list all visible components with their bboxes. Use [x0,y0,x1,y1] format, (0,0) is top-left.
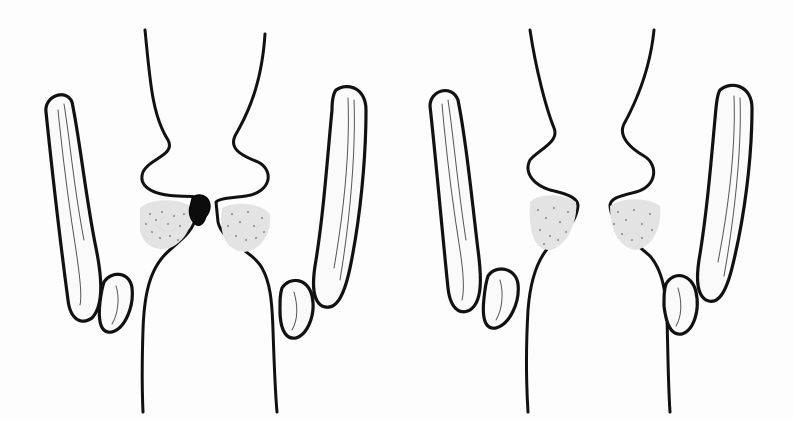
right-panel-left-tall-bone [430,91,480,312]
right-stipple-right [610,199,660,250]
left-stipple-right [221,204,270,252]
left-small-bone [99,274,132,332]
right-panel-drawing [400,0,793,421]
right-panel-left-small-bone [483,269,518,328]
left-panel-drawing [0,0,400,421]
left-panel [0,0,400,421]
right-panel [400,0,793,421]
black-marker [189,195,210,226]
left-stipple-left [140,200,192,249]
left-tall-bone [46,95,101,321]
right-tall-bone [314,87,366,308]
right-stipple-left [530,195,577,250]
